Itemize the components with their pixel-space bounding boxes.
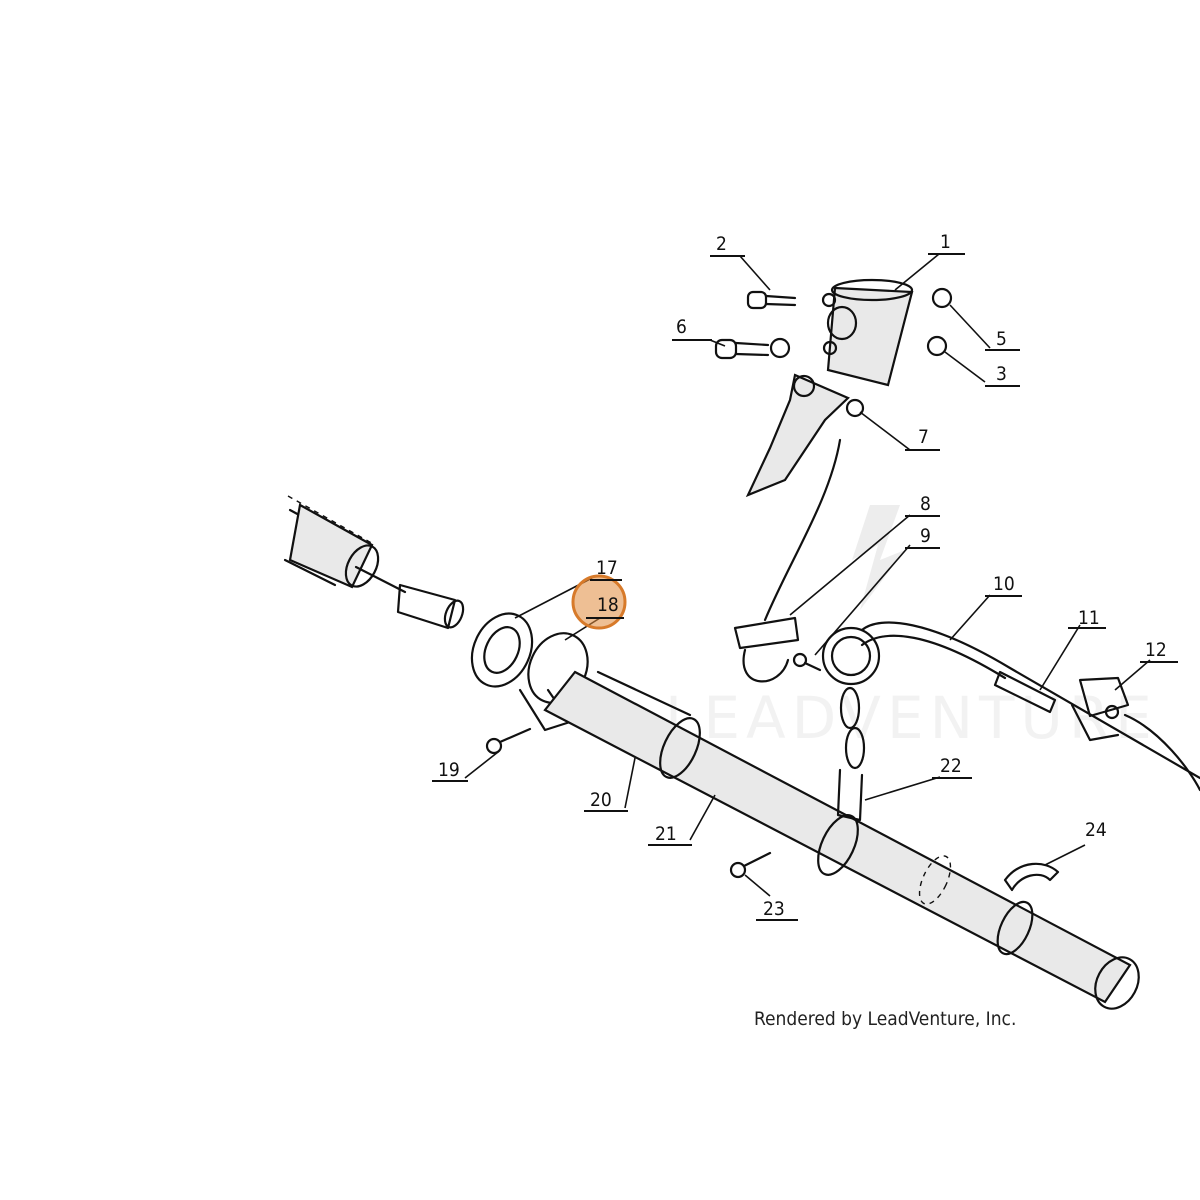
callout-label: 12 (1145, 639, 1167, 661)
cable-sleeve-part-11 (993, 670, 1057, 714)
callout-label: 1 (940, 231, 951, 253)
callout-9[interactable]: 9 (905, 525, 940, 549)
callout-label: 8 (920, 493, 931, 515)
nut-part-3 (926, 335, 948, 357)
clip-part-24 (1003, 862, 1060, 892)
callout-label: 22 (940, 755, 962, 777)
bolt-part-23 (729, 851, 772, 879)
callout-label: 24 (1085, 819, 1107, 841)
callout-label: 2 (716, 233, 727, 255)
throttle-lever-part-7 (745, 373, 865, 498)
callout-label: 11 (1078, 607, 1100, 629)
callout-labels: 1 2 3 5 6 7 8 9 (432, 231, 1178, 921)
callout-3[interactable]: 3 (985, 363, 1020, 387)
bolt-part-6 (714, 337, 791, 360)
callout-22[interactable]: 22 (932, 755, 972, 779)
highlight-circle-18 (571, 574, 627, 630)
callout-23[interactable]: 23 (756, 898, 798, 921)
callout-6[interactable]: 6 (672, 316, 712, 341)
callout-12[interactable]: 12 (1140, 639, 1178, 663)
callout-label: 17 (596, 557, 618, 579)
watermark-text: LEADVENTURE (665, 684, 1158, 752)
screw-part-2 (746, 290, 797, 310)
callout-label: 5 (996, 328, 1007, 350)
callout-label: 18 (597, 594, 619, 616)
callout-label: 23 (763, 898, 785, 920)
nut-part-5 (931, 287, 953, 309)
callout-5[interactable]: 5 (985, 328, 1020, 351)
callout-2[interactable]: 2 (710, 233, 745, 257)
callout-label: 9 (920, 525, 931, 547)
callout-label: 6 (676, 316, 687, 338)
control-cable-part-10 (860, 621, 1200, 780)
callout-8[interactable]: 8 (905, 493, 940, 517)
callout-leaders (464, 253, 1151, 897)
callout-label: 7 (918, 426, 929, 448)
screw-part-9 (792, 652, 822, 672)
bracket-part-12 (1070, 676, 1200, 792)
callout-10[interactable]: 10 (985, 573, 1022, 597)
callout-7[interactable]: 7 (905, 426, 940, 451)
callout-label: 20 (590, 789, 612, 811)
throttle-cable-part-8 (733, 438, 842, 683)
callout-label: 3 (996, 363, 1007, 385)
bolt-part-19 (485, 727, 532, 755)
callout-1[interactable]: 1 (928, 231, 965, 255)
watermark-logo-icon (852, 505, 905, 610)
callout-11[interactable]: 11 (1068, 607, 1106, 629)
callout-20[interactable]: 20 (584, 789, 628, 812)
callout-17[interactable]: 17 (590, 557, 622, 581)
callout-label: 19 (438, 759, 460, 781)
callout-label: 21 (655, 823, 677, 845)
callout-19[interactable]: 19 (432, 759, 468, 782)
callout-21[interactable]: 21 (648, 823, 692, 846)
callout-24[interactable]: 24 (1085, 819, 1107, 841)
main-shaft-tube (543, 670, 1140, 1010)
rendered-by-credit: Rendered by LeadVenture, Inc. (754, 1008, 1017, 1030)
throttle-housing-part-1 (821, 278, 914, 387)
ring-part-17 (470, 612, 534, 688)
drive-shaft-assembly (283, 495, 465, 630)
hanger-ring-part-22 (821, 626, 881, 822)
callout-label: 10 (993, 573, 1015, 595)
callout-18[interactable]: 18 (586, 594, 624, 619)
